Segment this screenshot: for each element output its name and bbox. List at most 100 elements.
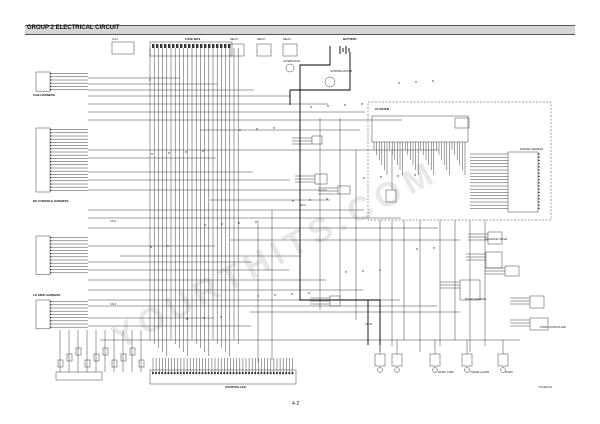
junction-dot (167, 245, 169, 247)
connector-pin (50, 259, 52, 261)
diode (111, 359, 118, 368)
page-title: GROUP 2 ELECTRICAL CIRCUIT (27, 25, 120, 31)
fuse (188, 44, 191, 48)
connector-pin (50, 164, 52, 166)
junction-dot (345, 271, 347, 273)
connector-pin (50, 320, 52, 322)
diode (129, 347, 136, 356)
work-lamp-3 (429, 353, 441, 367)
ground-cable (289, 52, 351, 105)
controller-pin (214, 372, 216, 375)
label-travel-alarm: TRAVEL ALARM (470, 370, 489, 374)
controller-pin (183, 372, 185, 375)
connector-pin (538, 185, 540, 187)
controller-pin (210, 372, 213, 375)
connector-pin (538, 179, 540, 181)
connector-pin (50, 183, 52, 185)
label-mcu: MCU (300, 203, 306, 207)
fuse (156, 44, 159, 48)
controller-pin (285, 372, 288, 375)
junction-dot (362, 270, 364, 272)
connector-pin (50, 272, 52, 274)
junction-dot (309, 199, 311, 201)
controller-pin (176, 372, 179, 375)
travel-alarm (461, 353, 473, 367)
label-relay-2: RELAY (257, 37, 266, 41)
connector-pin (50, 180, 52, 182)
controller-pin (254, 372, 257, 375)
connector-pin (50, 73, 52, 75)
junction-dot (380, 176, 382, 178)
diode (120, 353, 127, 362)
connector-pin (50, 135, 52, 137)
junction-dot (416, 248, 418, 250)
controller-pin (291, 372, 294, 375)
label-connector-bottom: CN-51 (365, 322, 373, 326)
junction-dot (326, 198, 328, 200)
connector-pin (50, 82, 52, 84)
controller-pin (201, 372, 204, 375)
connector-pin (50, 138, 52, 140)
connector-block-d (35, 299, 51, 330)
controller-pin (260, 372, 263, 375)
controller-pin (186, 372, 188, 375)
connector-pin (50, 304, 52, 306)
controller-pin (170, 372, 173, 375)
junction-dot (203, 317, 205, 319)
cluster-plug (454, 117, 470, 129)
label-rh-console-harness: RH CONSOLE HARNESS (33, 199, 69, 203)
connector-block-b (35, 127, 51, 193)
junction-dot (292, 200, 294, 202)
connector-pin (50, 240, 52, 242)
controller-pin (245, 372, 247, 375)
valve-block (485, 251, 503, 269)
label-solenoid-valve: SOLENOID VALVE (485, 237, 507, 241)
diode (75, 347, 82, 356)
diode (102, 347, 109, 356)
diode (57, 359, 64, 368)
junction-dot (238, 222, 240, 224)
junction-dot (310, 106, 312, 108)
diode (93, 353, 100, 362)
junction-dot (432, 80, 434, 82)
junction-dot (291, 293, 293, 295)
connector-pin (538, 166, 540, 168)
controller-pin (272, 372, 275, 375)
fuse (228, 44, 231, 48)
label-horn: HORN (505, 370, 513, 374)
connector-pin (50, 129, 52, 131)
pump-controller (529, 317, 549, 331)
controller-pin (179, 372, 182, 375)
connector-pin (50, 307, 52, 309)
controller-pin (229, 372, 232, 375)
controller-pin (269, 372, 272, 375)
label-cab-harness: CAB HARNESS (33, 93, 55, 97)
relay-unit (329, 295, 341, 307)
label-controller: CONTROLLER (225, 385, 247, 389)
controller-pin (232, 372, 235, 375)
junction-dot (149, 79, 151, 81)
junction-dot (202, 150, 204, 152)
connector-pin (50, 151, 52, 153)
connector-pin (50, 157, 52, 159)
junction-dot (363, 177, 365, 179)
connector-pin (50, 132, 52, 134)
fuse (208, 44, 211, 48)
fuse (212, 44, 215, 48)
fuse (160, 44, 163, 48)
controller-pin (158, 372, 160, 375)
connector-pin (50, 253, 52, 255)
connector-pin (538, 191, 540, 193)
connector-pin (538, 195, 540, 197)
connector-pin (50, 141, 52, 143)
label-fuse-box: FUSE BOX (185, 37, 200, 41)
fuse (164, 44, 167, 48)
connector-pin (50, 310, 52, 312)
junction-dot (220, 316, 222, 318)
horn (497, 353, 509, 367)
controller-pin (189, 372, 191, 375)
fuse (204, 44, 207, 48)
junction-dot (185, 151, 187, 153)
work-lamp-1 (374, 353, 386, 367)
connector-pin (50, 323, 52, 325)
